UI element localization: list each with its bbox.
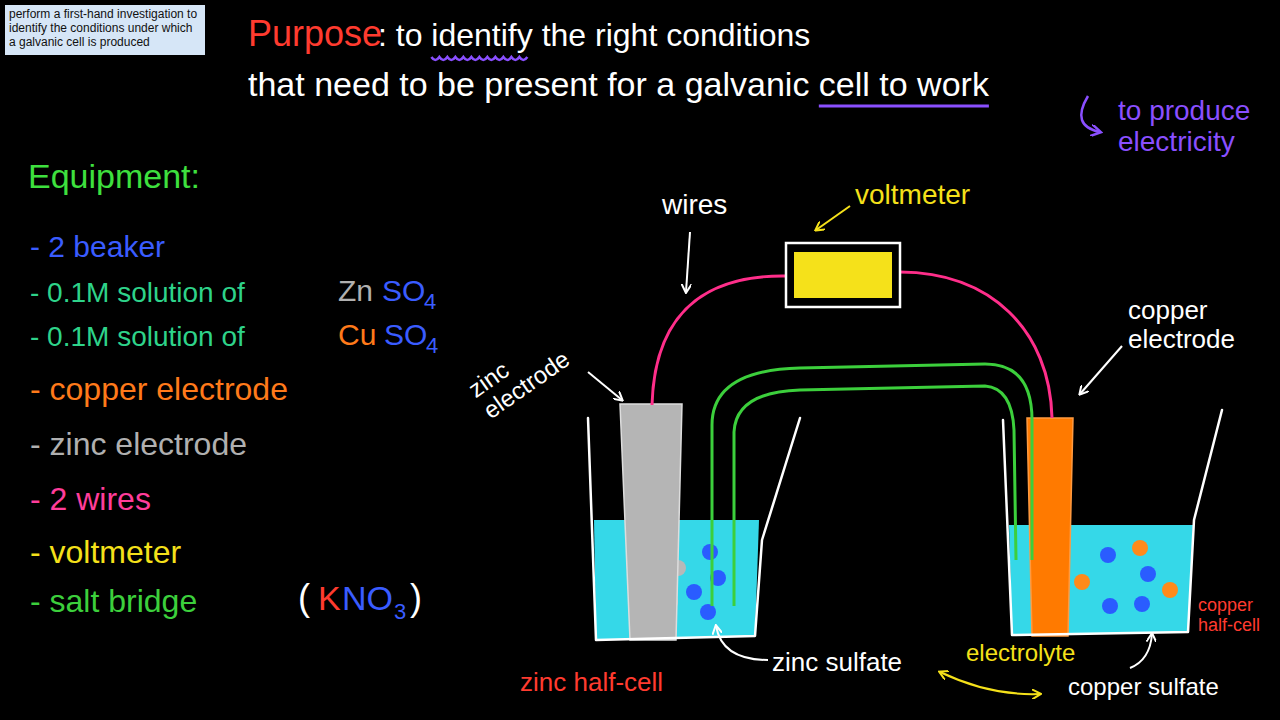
- part-label: electrolyte: [966, 640, 1075, 666]
- purpose-text: that need to be present for a galvanic c…: [248, 66, 989, 103]
- drawing-part: [712, 364, 1032, 606]
- part-label: copper sulfate: [1068, 674, 1219, 700]
- drawing-part: [1003, 410, 1222, 635]
- particles: [662, 540, 1178, 620]
- drawing-part: [786, 243, 900, 307]
- drawing-part: [1140, 566, 1156, 582]
- part-label: wires: [662, 190, 727, 221]
- formula-part: SO: [382, 274, 425, 307]
- drawing-part: [1080, 346, 1122, 394]
- subscript: 4: [426, 334, 438, 358]
- bracket: (: [298, 578, 310, 618]
- drawing-part: [734, 386, 1016, 606]
- formula-part: SO: [384, 318, 427, 351]
- drawing-part: [702, 544, 718, 560]
- part-label: copper electrode: [1128, 296, 1273, 353]
- part-label: zinc electrode: [464, 312, 593, 424]
- bracket: ): [410, 578, 422, 618]
- beakers: [588, 410, 1222, 640]
- formula-part: K: [318, 580, 341, 617]
- drawing-part: [620, 404, 682, 640]
- list-item: - 2 wires: [30, 482, 151, 517]
- drawing-part: [716, 626, 768, 660]
- drawing-part: [1100, 547, 1116, 563]
- underline: [819, 105, 989, 108]
- drawing-part: [1130, 634, 1152, 668]
- drawing-part: [652, 276, 786, 405]
- drawing-part: [1132, 540, 1148, 556]
- drawing-part: [686, 232, 690, 292]
- list-item: - 0.1M solution of: [30, 278, 245, 309]
- drawing-part: [1134, 596, 1150, 612]
- list-item: - 2 beaker: [30, 230, 165, 263]
- drawing-part: [686, 584, 702, 600]
- list-item: - zinc electrode: [30, 427, 247, 462]
- list-item: - voltmeter: [30, 535, 181, 570]
- formula-part: Cu: [338, 318, 376, 351]
- drawing-part: [700, 604, 716, 620]
- drawing-part: [1027, 418, 1073, 636]
- part-label: zinc half-cell: [520, 668, 663, 697]
- drawing-part: [588, 418, 800, 640]
- purpose-heading: Purpose: [248, 14, 382, 54]
- list-item: - copper electrode: [30, 372, 288, 407]
- part-label: copper half-cell: [1198, 596, 1278, 636]
- leader-lines: [588, 232, 1152, 668]
- drawing-part: [1162, 582, 1178, 598]
- part-label: zinc sulfate: [772, 648, 902, 677]
- salt-bridge: [712, 364, 1032, 606]
- objective-box: perform a first-hand investigation to id…: [5, 5, 205, 55]
- drawing-part: [1074, 574, 1090, 590]
- part-label: voltmeter: [855, 180, 970, 211]
- note: to produce electricity: [1118, 96, 1276, 158]
- voltmeter: [786, 243, 900, 307]
- drawing-part: [794, 252, 892, 298]
- drawing-part: [588, 372, 622, 400]
- hook-arrow: [1081, 96, 1100, 132]
- objective-text: perform a first-hand investigation to id…: [9, 8, 201, 49]
- list-item: - salt bridge: [30, 584, 197, 619]
- leader-line: [816, 206, 850, 230]
- formula-part: NO: [342, 580, 393, 617]
- subscript: 4: [424, 290, 436, 314]
- list-item: - 0.1M solution of: [30, 322, 245, 353]
- subscript: 3: [394, 600, 406, 624]
- drawing-part: [900, 272, 1052, 418]
- double-arrow: [940, 672, 1040, 694]
- purpose-text: : to identify the right conditions: [378, 18, 810, 53]
- list-heading: Equipment:: [28, 158, 200, 195]
- formula-part: Zn: [338, 274, 373, 307]
- underline-squiggle: [431, 57, 527, 60]
- drawing-part: [1102, 598, 1118, 614]
- solutions: [594, 520, 1193, 640]
